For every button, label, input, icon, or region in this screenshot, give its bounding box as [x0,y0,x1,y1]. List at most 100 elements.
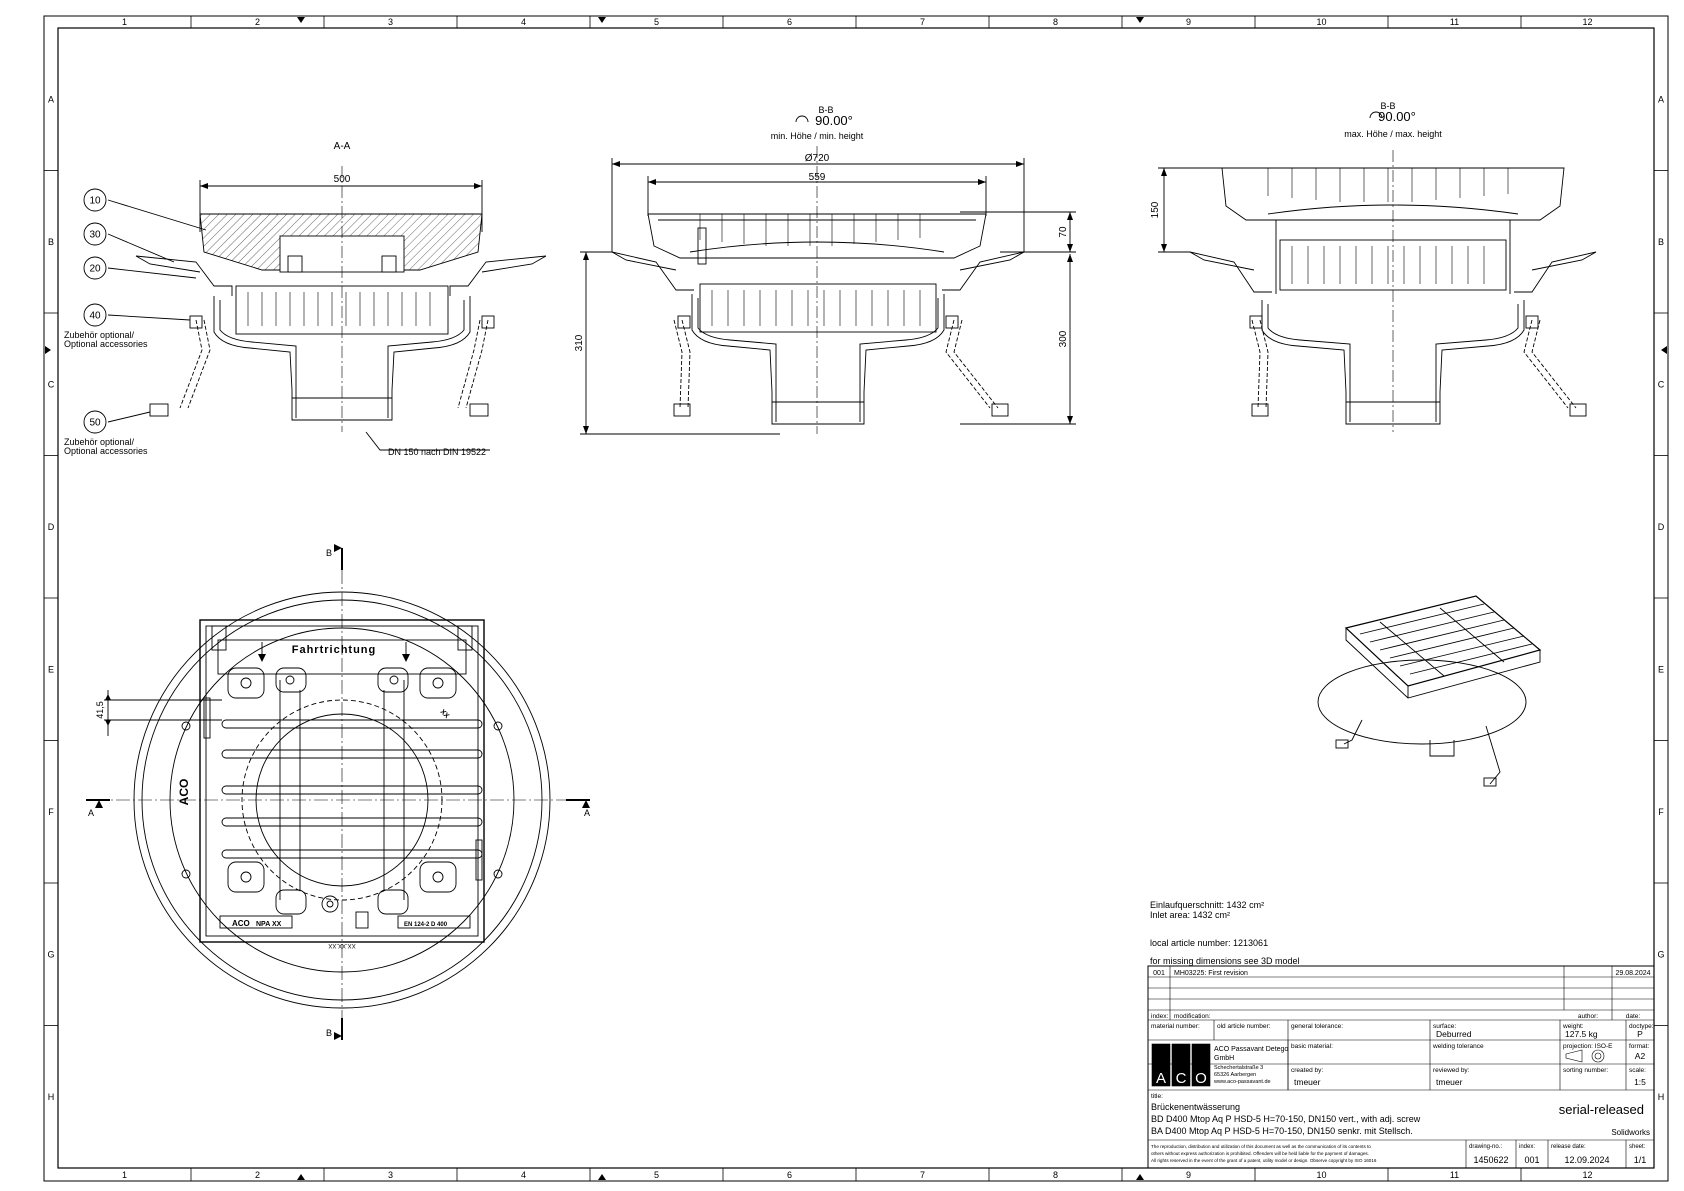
release-date: 12.09.2024 [1564,1155,1609,1165]
grid-col-top-10: 10 [1316,17,1326,27]
h-title: title: [1151,1093,1163,1100]
grid-col-top-12: 12 [1582,17,1592,27]
rev-index: 001 [1153,970,1165,977]
cut-a-right: A [584,808,590,818]
scale-value: 1:5 [1634,1077,1646,1087]
accessory-note-50-de: Zubehör optional/ [64,437,135,447]
section-bb-min-view [580,115,1076,435]
h-old-article: old article number: [1217,1023,1271,1030]
section-bb-min-title: B-B [818,105,833,115]
section-bb-max-angle: 90.00° [1378,109,1416,124]
balloon-circle-50 [83,410,107,434]
accessory-note-40-en: Optional accessories [64,339,148,349]
doctype-value: P [1637,1029,1643,1039]
logo-letter-a: A [1156,1070,1166,1087]
h-projection: projection: ISO-E [1563,1043,1613,1050]
grid-row-left-B: B [48,237,54,247]
section-aa-view [107,166,547,451]
grid-col-bottom-10: 10 [1316,1170,1326,1180]
h-reviewed-by: reviewed by: [1433,1067,1470,1074]
legal-line-3: All rights reserved in the event of the … [1151,1158,1377,1163]
balloon-40: 40 [89,311,101,322]
created-by: tmeuer [1294,1077,1321,1087]
grid-row-left-E: E [48,664,54,674]
status: serial-released [1559,1102,1644,1117]
badge-aco: ACO [232,919,250,928]
h-drawing-no: drawing-no.: [1469,1144,1502,1150]
company-web: www.aco-passavant.de [1213,1079,1271,1085]
rev-date: 29.08.2024 [1615,970,1650,977]
grid-row-left-C: C [48,379,55,389]
dim-70: 70 [1058,226,1069,238]
grid-col-bottom-6: 6 [787,1170,792,1180]
dim-arrows-aa [200,183,482,189]
balloon-50: 50 [89,418,101,429]
grid-row-left-G: G [47,949,54,959]
section-bb-min-angle: 90.00° [815,113,853,128]
accessory-note-40-de: Zubehör optional/ [64,330,135,340]
legal-line-1: The reproduction, distribution and utili… [1151,1144,1371,1149]
title-line-2: BD D400 Mtop Aq P HSD-5 H=70-150, DN150 … [1151,1114,1421,1124]
balloon-circle-40 [83,303,107,327]
dim-300: 300 [1058,330,1069,347]
grid-row-right-G: G [1657,949,1664,959]
h-format: format: [1629,1043,1649,1050]
dim-arrows-bb-max [1161,168,1167,252]
dim-150: 150 [1150,201,1161,218]
isometric-view [1317,595,1542,787]
h-sorting-number: sorting number: [1563,1067,1608,1074]
company-street: Schechertalstraße 3 [1214,1065,1263,1071]
drawing-frame [43,15,1669,1182]
balloon-circle-20 [83,256,107,280]
balloon-20: 20 [89,264,101,275]
h-material-number: material number: [1151,1023,1200,1030]
drawing-no: 1450622 [1473,1155,1508,1165]
weight-value: 127.5 kg [1565,1029,1598,1039]
grid-row-right-F: F [1658,807,1664,817]
h-index-2: index: [1519,1144,1535,1150]
inlet-area-en: Inlet area: 1432 cm² [1150,910,1230,920]
h-release-date: release date: [1551,1144,1586,1150]
index-value: 001 [1524,1155,1539,1165]
section-bb-max-title: B-B [1380,101,1395,111]
balloon-circle-30 [83,222,107,246]
title-block-text: 001 MH03225: First revision 29.08.2024 i… [1151,970,1654,1165]
general-notes: Einlaufquerschnitt: 1432 cm² Inlet area:… [1150,900,1300,966]
dim-41-5: 41,5 [95,701,105,719]
h-scale: scale: [1629,1067,1646,1074]
h-date: date: [1626,1013,1641,1020]
grid-col-top-4: 4 [521,17,526,27]
grid-row-left-D: D [48,522,55,532]
grid-col-top-11: 11 [1450,17,1459,27]
grid-row-left-A: A [48,94,54,104]
grid-row-left-H: H [48,1092,55,1102]
grid-col-bottom-2: 2 [255,1170,260,1180]
grid-row-right-A: A [1658,94,1664,104]
h-surface: surface: [1433,1023,1456,1030]
surface-value: Deburred [1436,1029,1472,1039]
grid-col-bottom-11: 11 [1450,1170,1459,1180]
grid-row-right-E: E [1658,664,1664,674]
pipe-label: DN 150 nach DIN 19522 [388,447,486,457]
section-bb-max-labels: B-B 90.00° max. Höhe / max. height 150 [1150,101,1442,218]
sheet-value: 1/1 [1634,1155,1647,1165]
accessory-note-50-en: Optional accessories [64,446,148,456]
logo-letter-c: C [1176,1070,1187,1087]
grid-col-bottom-4: 4 [521,1170,526,1180]
grid-col-bottom-5: 5 [654,1170,659,1180]
grid-col-top-5: 5 [654,17,659,27]
cut-a-left: A [88,808,94,818]
cut-b-bottom: B [326,1028,332,1038]
logo-letter-o: O [1195,1070,1207,1087]
badge-npa: NPA XX [256,921,282,928]
dim-720: Ø720 [805,153,830,164]
title-line-1: Brückenentwässerung [1151,1102,1240,1112]
grid-col-top-7: 7 [920,17,925,27]
grid-row-right-B: B [1658,237,1664,247]
grid-row-right-H: H [1658,1092,1665,1102]
h-author: author: [1578,1013,1598,1020]
grid-col-top-8: 8 [1053,17,1058,27]
company-name-1: ACO Passavant Detego [1214,1046,1288,1053]
h-basic-material: basic material: [1291,1043,1333,1050]
company-name-2: GmbH [1214,1055,1234,1062]
